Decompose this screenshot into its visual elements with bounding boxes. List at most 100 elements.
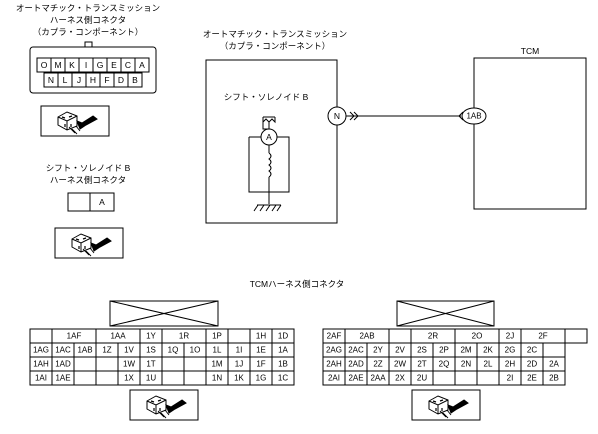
at-pin-label: K [69,60,75,70]
solenoid-harness-connector: シフト・ソレノイド B ハーネス側コネクタ A [46,163,131,259]
tcm-right-pin-label: 2C [527,346,537,355]
tcm-left-pin-label: 1Q [168,346,179,355]
tcm-right-pin-label: 2AI [328,374,340,383]
tcm-right-pin-label: 2J [506,332,514,341]
connector-view-icon [129,389,199,421]
wiring-schematic: オートマチック・トランスミッション （カプラ・コンポーネント） シフト・ソレノイ… [203,29,587,224]
at-pin-label: H [90,75,96,85]
at-pin-label: J [77,75,81,85]
tcm-right-pin-label: 2AH [326,360,342,369]
tcm-right-pin-cell [454,370,478,386]
tcm-left-pin-label: 1D [278,332,288,341]
tcm-right-pin-label: 2AA [370,374,386,383]
tcm-right-pin-label: 2F [538,332,547,341]
tcm-right-pin-cell [542,370,566,386]
tcm-right-pin-label: 2B [549,374,559,383]
tcm-left-pin-label: 1N [212,374,222,383]
at-connector-caption-line3: （カプラ・コンポーネント） [33,27,144,37]
solenoid-label: シフト・ソレノイド B [224,92,309,102]
at-pin-label: G [97,60,104,70]
tcm-right-pin-label: 2O [472,332,483,341]
at-harness-connector: オートマチック・トランスミッション ハーネス側コネクタ （カプラ・コンポーネント… [16,3,160,137]
tcm-right-pin-label: 2M [460,346,471,355]
tcm-left-pin-label: 1C [278,374,288,383]
tcm-left-pin-label: 1K [234,374,244,383]
tcm-left-pin-label: 1S [146,346,156,355]
tcm-left-pin-cell [95,370,119,386]
tcm-left-pin-cell [29,328,53,344]
tcm-left-pin-label: 1F [256,360,265,369]
tcm-left-pin-label: 1B [278,360,288,369]
tcm-left-pin-cell [73,356,97,372]
tcm-connector-caption: TCMハーネス側コネクタ [250,279,345,289]
tcm-right-pin-label: 2V [395,346,405,355]
tcm-right-pin-label: 2D [527,360,537,369]
tcm-right-pin-label: 2AG [326,346,342,355]
tcm-right-pin-label: 2E [527,374,537,383]
at-pin-label: B [132,75,138,85]
tcm-left-pin-label: 1AF [67,332,82,341]
solenoid-connector-caption-line2: ハーネス側コネクタ [50,175,126,185]
at-pin-label: A [139,60,145,70]
terminal-n: N [334,111,340,121]
tcm-left-pin-label: 1O [190,346,201,355]
tcm-left-pin-label: 1Z [102,346,111,355]
tcm-left-pin-label: 1AI [35,374,47,383]
tcm-right-pin-label: 2L [484,360,493,369]
tcm-right-pin-label: 2AC [348,346,364,355]
tcm-left-pin-cell [271,370,295,386]
tcm-left-pin-label: 1I [236,346,243,355]
tcm-right-pin-label: 2I [507,374,514,383]
tcm-right-pin-cell [432,370,456,386]
at-pin-label: C [125,60,131,70]
tcm-right-pin-cell [476,370,500,386]
tcm-left-pin-label: 1M [211,360,222,369]
tcm-right-pin-label: 2Y [373,346,383,355]
at-pin-label: D [118,75,124,85]
at-pin-cell [127,72,143,88]
solenoid-pin-a: A [99,197,105,207]
connector-view-icon [411,389,481,421]
tcm-left-pin-label: 1E [256,346,266,355]
tcm-left-pin-cell [183,370,207,386]
connector-view-icon [54,227,124,259]
tcm-left-pin-label: 1L [213,346,222,355]
tcm-left-pin-label: 1U [146,374,156,383]
at-connector-caption-line1: オートマチック・トランスミッション [16,3,160,13]
tcm-right-pin-label: 2H [505,360,515,369]
at-pin-label: E [111,60,117,70]
tcm-right-pin-label: 2Q [439,360,450,369]
solenoid-connector-caption-line1: シフト・ソレノイド B [46,163,131,173]
tcm-left-pin-label: 1AB [77,346,92,355]
tcm-right-pin-label: 2W [394,360,406,369]
tcm-left-pin-label: 1P [212,332,222,341]
tcm-left-pin-cell [73,370,97,386]
tcm-left-pin-label: 1AD [55,360,71,369]
connector-view-icon [40,105,110,137]
tcm-right-pin-label: 2AF [327,332,342,341]
at-pin-label: N [48,75,54,85]
at-connector-caption-line2: ハーネス側コネクタ [50,15,126,25]
tcm-left-pin-label: 1J [235,360,243,369]
tcm-right-pin-label: 2U [417,374,427,383]
tcm-right-pin-label: 2T [417,360,426,369]
tcm-right-pin-label: 2G [505,346,516,355]
tcm-terminal: 1AB [466,112,481,121]
terminal-a: A [266,132,272,142]
tcm-right-pin-cell [542,342,566,358]
tcm-left-pin-cell [227,328,251,344]
tcm-left-pin-label: 1A [278,346,288,355]
tcm-left-pin-cell [95,356,119,372]
tcm-right-pin-cell [388,328,412,344]
at-pin-cell [134,57,150,73]
tcm-left-pin-label: 1H [256,332,266,341]
tcm-right-pin-label: 2AE [348,374,363,383]
tcm-right-pin-label: 2K [483,346,493,355]
tcm-left-pin-cell [183,356,207,372]
